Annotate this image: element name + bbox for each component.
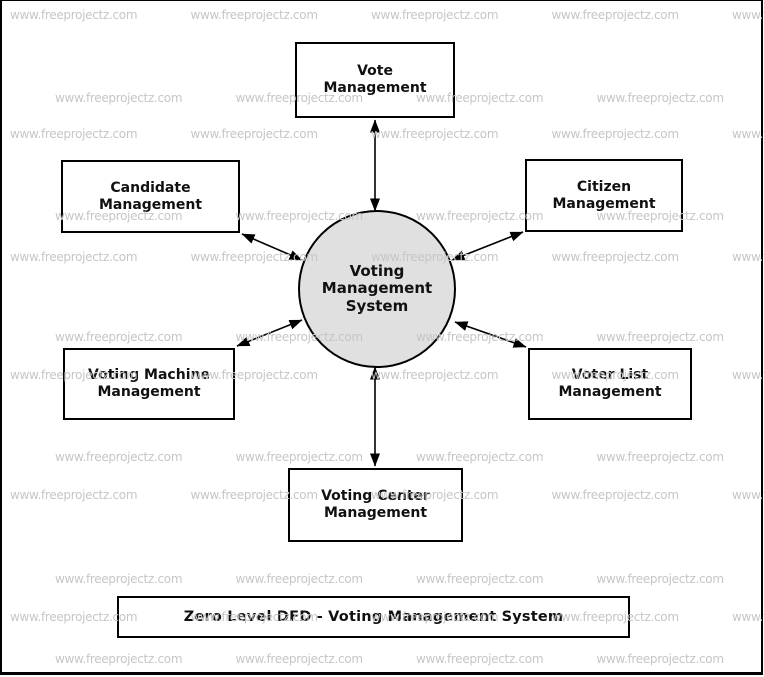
entity-voter-list-management: Voter List Management [528,348,692,420]
entity-label-line: Management [98,196,203,213]
arrow-citizen-management [451,231,524,261]
entity-voting-machine-management: Voting Machine Management [63,348,235,420]
process-circle-voting-management-system: Voting Management System [298,210,456,368]
arrow-voter-list-management [454,321,527,348]
entity-label-line: Management [558,384,662,400]
entity-label-line: Voting Center [321,488,430,504]
process-label-line: Management [321,279,433,298]
entity-label-line: Vote [357,63,393,79]
entity-candidate-management: Candidate Management [61,160,240,233]
process-label-line: System [345,296,409,315]
process-label-line: Voting [349,261,405,280]
entity-label-line: Voting Machine [88,367,210,383]
entity-label-line: Citizen [576,178,632,195]
diagram-title-box: Zero Level DFD - Voting Management Syste… [117,596,630,638]
diagram-title: Zero Level DFD - Voting Management Syste… [183,608,564,625]
entity-label-line: Management [552,195,656,212]
arrow-candidate-management [241,233,303,261]
arrow-voting-machine-management [236,319,303,347]
entity-label-line: Voter List [571,367,649,383]
entity-voting-center-management: Voting Center Management [288,468,463,542]
entity-citizen-management: Citizen Management [525,159,683,232]
entity-vote-management: Vote Management [295,42,455,118]
entity-label-line: Management [323,80,427,96]
entity-label-line: Management [97,384,201,400]
entity-label-line: Management [323,505,428,521]
entity-label-line: Candidate [110,179,191,196]
